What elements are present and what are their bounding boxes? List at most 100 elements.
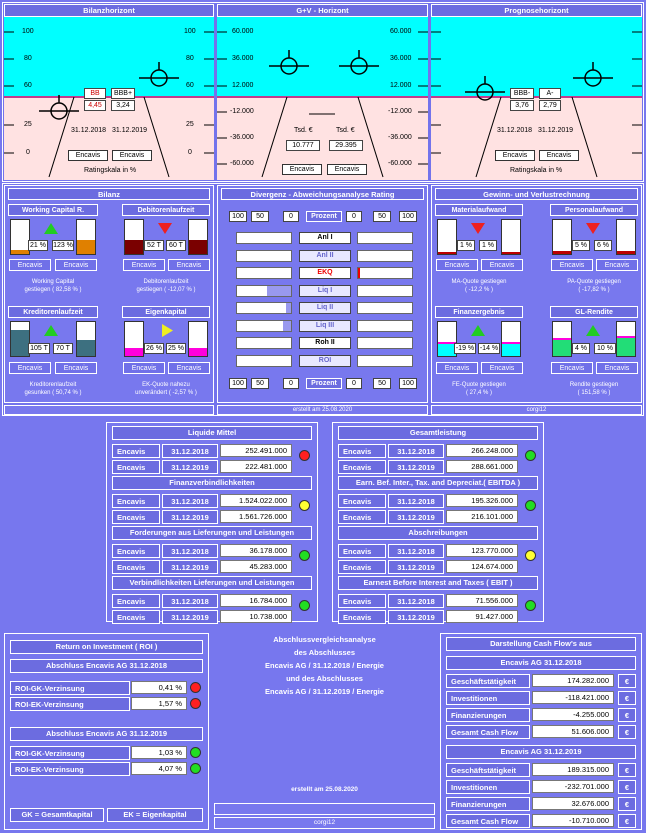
ebit-title: Earnest Before Interest and Taxes ( EBIT… <box>338 576 538 590</box>
ratio-bar-right <box>357 249 413 262</box>
cf-2018-label: Geschäftstätigkeit <box>446 674 530 688</box>
up-arrow-icon <box>44 325 58 336</box>
verbindl-value: 16.784.000 <box>220 594 292 607</box>
gl-value-2019: 10 % <box>594 343 616 354</box>
pers-note: PA-Quote gestiegen( -17,82 % ) <box>567 279 621 293</box>
bilanz-tick-r2: 80 <box>186 55 194 62</box>
bilanz-tick-r3: 60 <box>186 82 194 89</box>
abschr-value: 124.674.000 <box>446 560 518 573</box>
gesamtleistung-date: 31.12.2018 <box>388 444 444 458</box>
bilanz-encavis-button-1[interactable]: Encavis <box>68 150 108 161</box>
roi-abschluss-2019: Abschluss Encavis AG 31.12.2019 <box>10 727 203 741</box>
wc-encavis-button-2[interactable]: Encavis <box>55 259 97 271</box>
guv-tick-r4: -12.000 <box>388 108 412 115</box>
kred-encavis-button-2[interactable]: Encavis <box>55 362 97 374</box>
gl-encavis-button-2[interactable]: Encavis <box>596 362 638 374</box>
divergenz-title: Divergenz - Abweichungsanalyse Rating <box>221 188 424 200</box>
deb-encavis-button-1[interactable]: Encavis <box>123 259 165 271</box>
ratio-label[interactable]: Liq I <box>299 284 351 297</box>
guv-horizon-line <box>217 96 428 98</box>
deb-encavis-button-2[interactable]: Encavis <box>168 259 210 271</box>
deb-title: Debitorenlaufzeit <box>122 204 210 216</box>
prog-encavis-button-2[interactable]: Encavis <box>539 150 579 161</box>
roi-ek-value-2019: 4,07 % <box>131 762 187 775</box>
ratio-label[interactable]: Roh II <box>299 337 351 349</box>
ebit-date: 31.12.2019 <box>388 610 444 624</box>
fin-encavis-button-1[interactable]: Encavis <box>436 362 478 374</box>
abschr-encavis-label: Encavis <box>338 544 386 558</box>
status-dot-green <box>525 600 536 611</box>
cf-2018-value: -118.421.000 <box>532 691 614 704</box>
scale-bottom-prozent-label: Prozent <box>306 378 342 389</box>
pers-encavis-button-2[interactable]: Encavis <box>596 259 638 271</box>
wc-encavis-button-1[interactable]: Encavis <box>9 259 51 271</box>
status-dot-yellow <box>525 550 536 561</box>
verbindl-date: 31.12.2018 <box>162 594 218 608</box>
kred-encavis-button-1[interactable]: Encavis <box>9 362 51 374</box>
abschr-encavis-label: Encavis <box>338 560 386 574</box>
mid-footer-right: corgi12 <box>431 405 642 415</box>
bilanz-encavis-button-2[interactable]: Encavis <box>112 150 152 161</box>
status-dot-red <box>299 450 310 461</box>
liquide-date: 31.12.2019 <box>162 460 218 474</box>
bilanz-tick-l4: 25 <box>24 121 32 128</box>
wc-title: Working Capital R. <box>8 204 98 216</box>
ratio-label[interactable]: Anl II <box>299 249 351 262</box>
guv-horizon-svg <box>217 31 428 178</box>
roi-gk-value-2018: 0,41 % <box>131 681 187 694</box>
guv-encavis-button-2[interactable]: Encavis <box>327 164 367 175</box>
scale-bottom-right-1: 50 <box>373 378 391 389</box>
ebitda-encavis-label: Encavis <box>338 494 386 508</box>
cf-2018-label: Finanzierungen <box>446 708 530 722</box>
down-arrow-icon <box>586 223 600 234</box>
roi-gk-label-2019: ROI-GK-Verzinsung <box>10 746 130 760</box>
gl-note: Rendite gestiegen( 151,58 % ) <box>569 382 619 396</box>
prog-encavis-button-1[interactable]: Encavis <box>495 150 535 161</box>
guv-tick-l6: -60.000 <box>230 160 254 167</box>
forderungen-encavis-label: Encavis <box>112 560 160 574</box>
ratio-label[interactable]: Liq III <box>299 319 351 332</box>
bilanzhorizont-title: Bilanzhorizont <box>4 4 214 17</box>
cf-2018-value: 174.282.000 <box>532 674 614 687</box>
cf-2018-value: 51.606.000 <box>532 725 614 738</box>
mat-encavis-button-2[interactable]: Encavis <box>481 259 523 271</box>
wc-gauge-2019 <box>76 219 96 255</box>
euro-icon: € <box>618 691 636 705</box>
ratio-label[interactable]: ROI <box>299 354 351 367</box>
gesamtleistung-encavis-label: Encavis <box>338 444 386 458</box>
euro-icon: € <box>618 763 636 777</box>
ek-encavis-button-2[interactable]: Encavis <box>168 362 210 374</box>
liquide-date: 31.12.2018 <box>162 444 218 458</box>
ek-encavis-button-1[interactable]: Encavis <box>123 362 165 374</box>
ebitda-value: 195.326.000 <box>446 494 518 507</box>
abschr-title: Abschreibungen <box>338 526 538 540</box>
wc-value-2019: 123 % <box>52 240 74 251</box>
gesamtleistung-value: 288.661.000 <box>446 460 518 473</box>
gl-gauge-2019 <box>616 321 636 357</box>
status-dot-green <box>525 450 536 461</box>
status-dot-red <box>190 682 201 693</box>
gl-value-2018: 4 % <box>572 343 590 354</box>
guv-encavis-button-1[interactable]: Encavis <box>282 164 322 175</box>
pers-encavis-button-1[interactable]: Encavis <box>551 259 593 271</box>
gl-encavis-button-1[interactable]: Encavis <box>551 362 593 374</box>
fin-encavis-button-2[interactable]: Encavis <box>481 362 523 374</box>
mat-encavis-button-1[interactable]: Encavis <box>436 259 478 271</box>
mat-value-2018: 1 % <box>457 240 475 251</box>
bilanz-value-2018: 4,45 <box>84 100 106 111</box>
kred-value-2019: 70 T <box>53 343 73 354</box>
fin-title: Finanzergebnis <box>435 306 523 318</box>
ratio-label[interactable]: Liq II <box>299 302 351 314</box>
mat-value-2019: 1 % <box>479 240 497 251</box>
aircraft-icon-left <box>269 50 309 75</box>
ratio-label[interactable]: Anl I <box>299 232 351 244</box>
liquide-value: 222.481.000 <box>220 460 292 473</box>
ratio-label[interactable]: EKQ <box>299 267 351 279</box>
ebit-encavis-label: Encavis <box>338 610 386 624</box>
prog-rating-1: BBB- <box>510 88 534 99</box>
legend-gk: GK = Gesamtkapital <box>10 808 104 822</box>
bilanz-tick-l2: 80 <box>24 55 32 62</box>
bilanz-tick-l1: 100 <box>22 28 34 35</box>
